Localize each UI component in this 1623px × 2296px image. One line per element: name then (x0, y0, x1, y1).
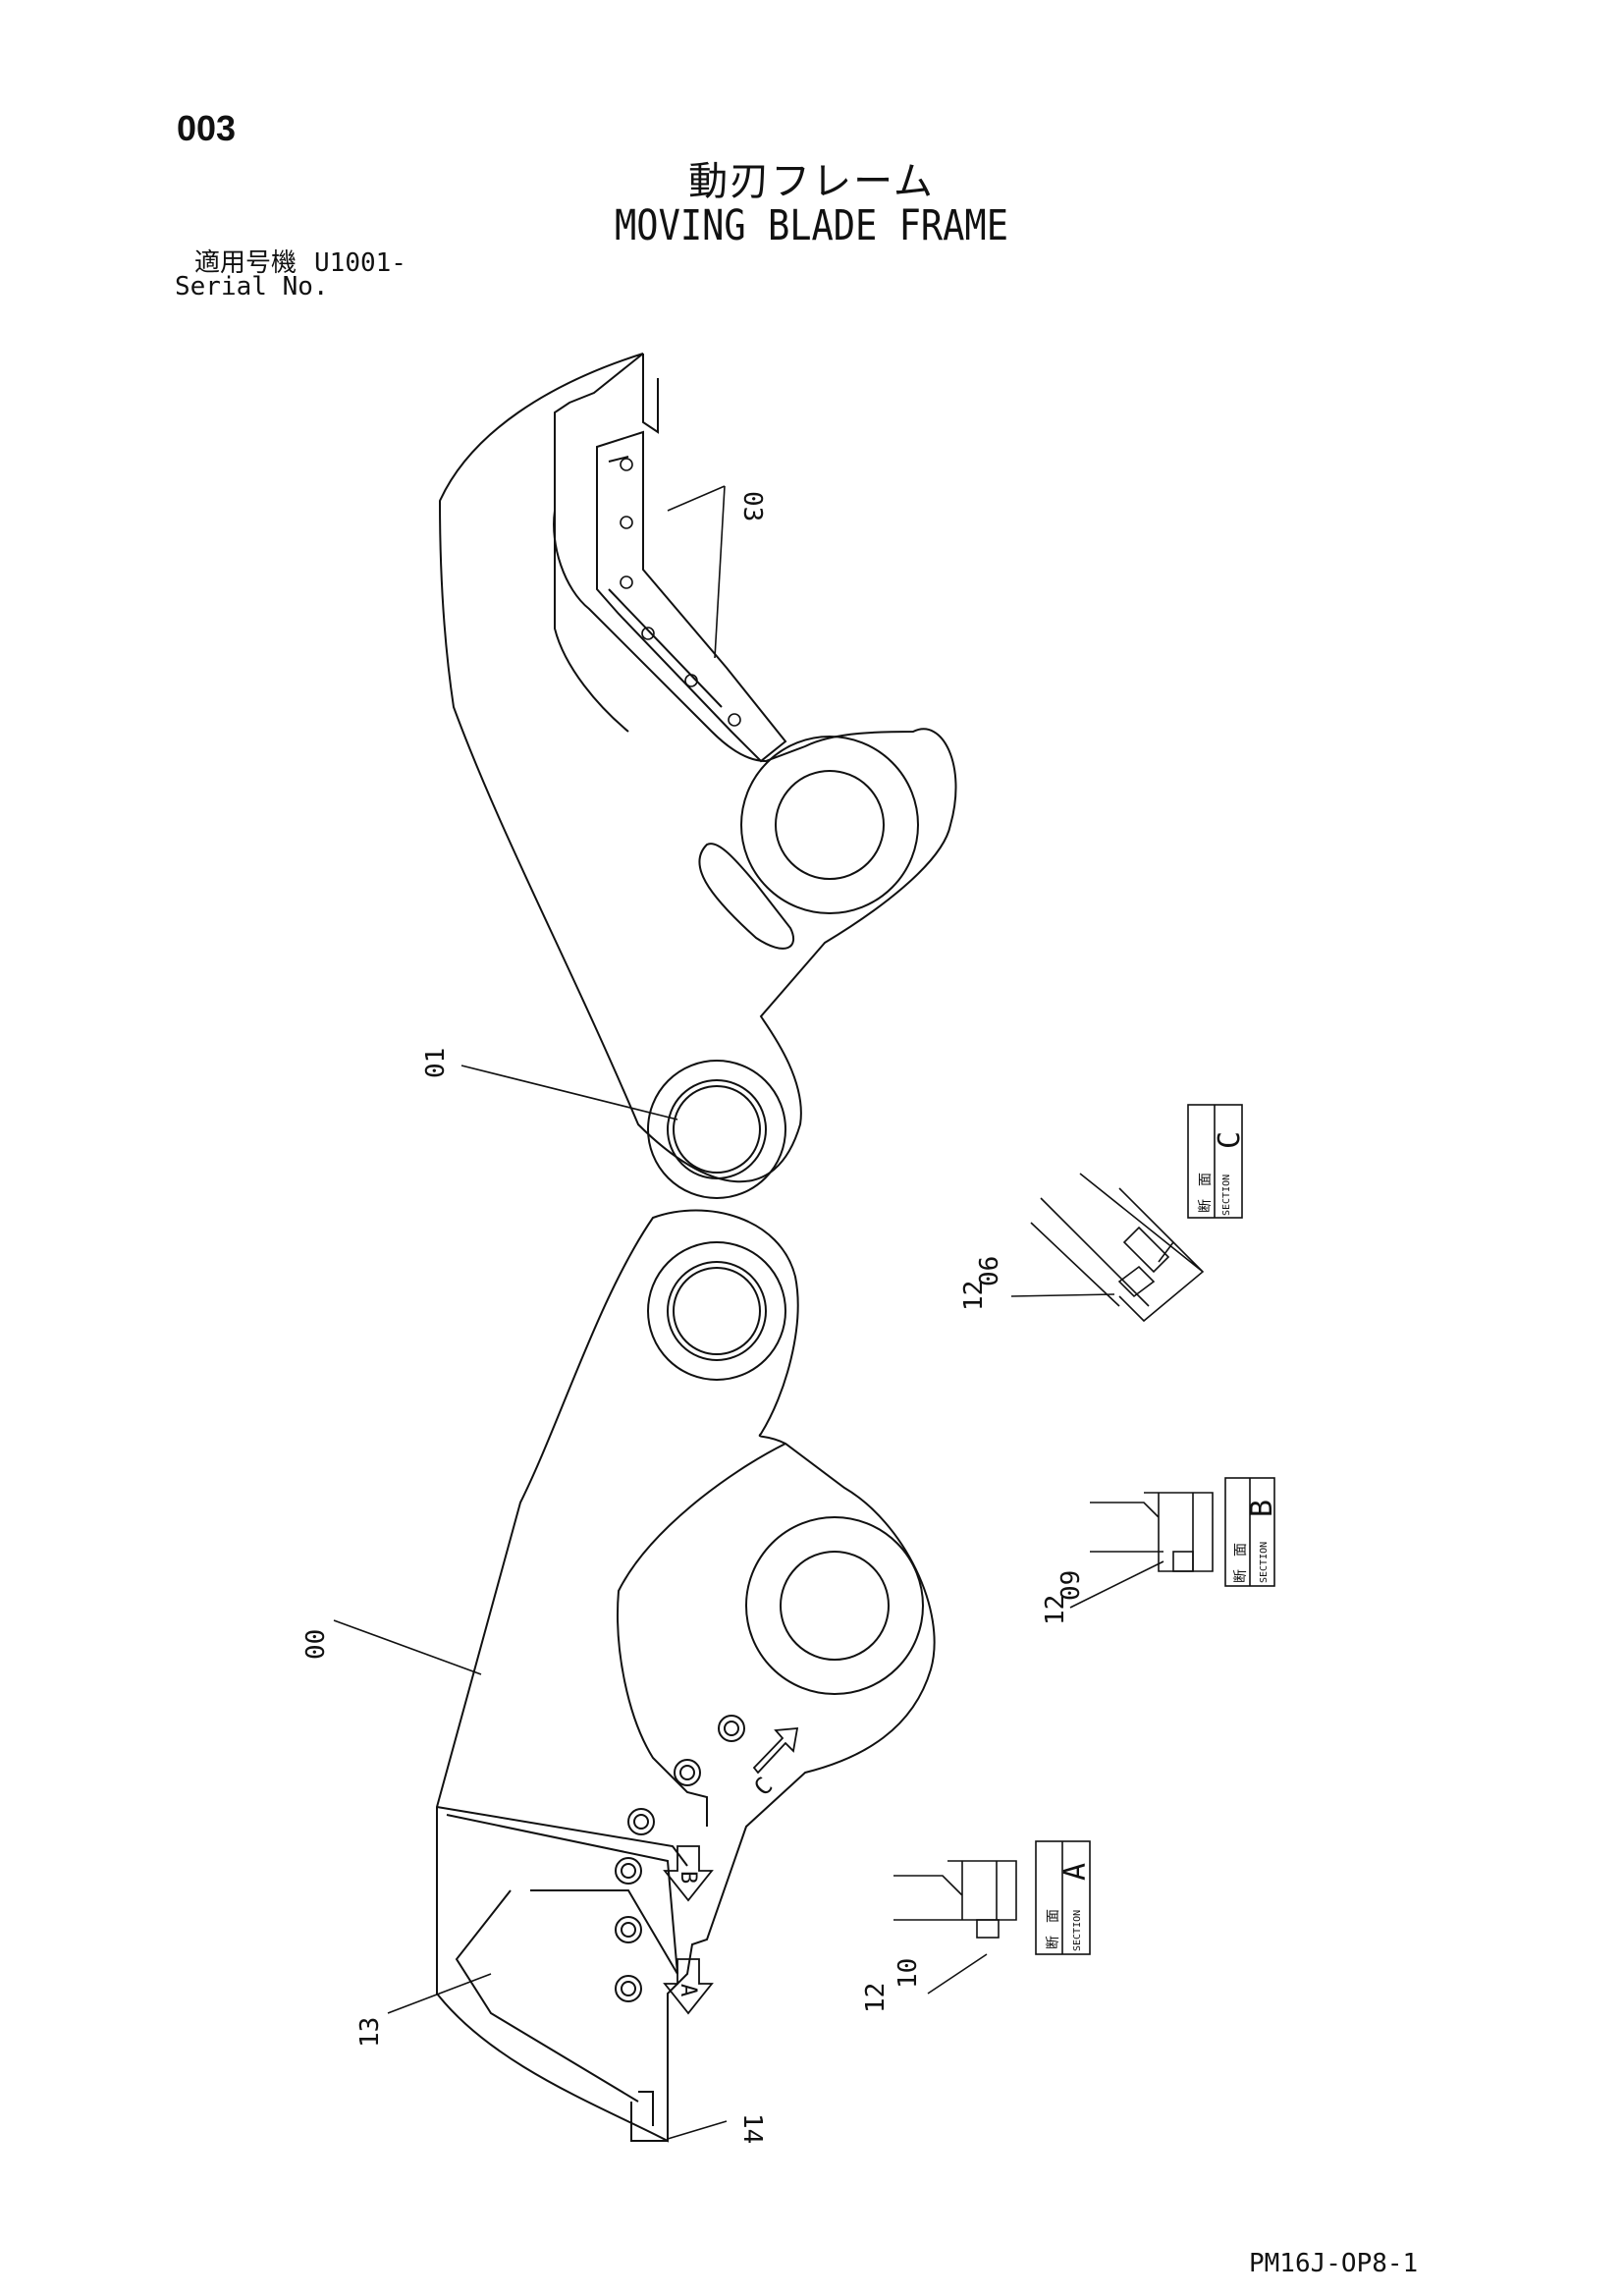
section-a-letter: A (1058, 1863, 1093, 1881)
blade-plate-lower-top (436, 1806, 688, 1867)
blade-plate-line (608, 456, 723, 708)
callout-13: 13 (355, 2017, 385, 2048)
serial-block: 適用号機 U1001- Serial No. (175, 248, 406, 301)
callout-06: 06 (975, 1256, 1004, 1286)
upper-frame-tip (642, 354, 659, 434)
leader-09 (1069, 1560, 1164, 1609)
callout-01: 01 (421, 1048, 451, 1078)
section-b-label: B 断 面 SECTION (1233, 1500, 1279, 1583)
section-b-detail (1090, 1477, 1275, 1587)
callout-10: 10 (893, 1958, 923, 1989)
blade-plate-upper (596, 430, 787, 763)
section-b-letter: B (1245, 1500, 1279, 1517)
section-a-kanji-2: 面 (1046, 1909, 1061, 1923)
section-a-kanji-1: 断 (1046, 1936, 1061, 1949)
leader-06 (1010, 1293, 1115, 1297)
section-b-word: SECTION (1259, 1542, 1270, 1583)
serial-label-jp: 適用号機 (194, 248, 298, 278)
serial-label-en: Serial No. (175, 272, 329, 301)
callout-09: 09 (1056, 1570, 1086, 1601)
lower-pin-boss (745, 1516, 924, 1695)
section-b-kanji-1: 断 (1233, 1569, 1249, 1583)
upper-frame (438, 353, 957, 1199)
blade-plate-lower-bottom (455, 1889, 639, 2103)
section-b-kanji-2: 面 (1233, 1543, 1249, 1557)
callouts: 03 01 00 13 14 12 06 12 09 12 10 (301, 491, 1086, 2144)
pivot-bore-upper-outer (667, 1079, 767, 1179)
blade-plate-lower-edge (446, 1814, 678, 1975)
title-english: MOVING BLADE FRAME (615, 200, 1008, 250)
pivot-boss-lower (647, 1241, 786, 1381)
callout-14: 14 (737, 2113, 767, 2144)
bolts-lower (615, 1715, 745, 2002)
leader-03-b (714, 485, 726, 659)
view-arrow-a-label: A (676, 1984, 700, 1996)
section-c-word: SECTION (1221, 1175, 1232, 1216)
pivot-bore-lower-inner (673, 1267, 761, 1355)
leader-14 (667, 2120, 728, 2140)
upper-frame-inner-edge (554, 422, 629, 733)
title-japanese: 動刃フレーム (688, 159, 935, 204)
bolt-holes-upper (620, 458, 741, 727)
upper-frame-outline (438, 353, 957, 1183)
view-arrow-a: A (663, 1958, 714, 2015)
leader-13 (387, 1973, 492, 2014)
callout-03: 03 (737, 491, 767, 521)
leader-10 (927, 1953, 988, 1995)
leader-lines (333, 485, 1164, 2140)
upper-pin-bore (775, 770, 885, 880)
pivot-bore-upper-inner (673, 1085, 761, 1174)
upper-slot (698, 843, 795, 950)
section-c-detail (1030, 1104, 1243, 1323)
leader-01 (460, 1065, 678, 1121)
section-c-kanji-1: 断 (1198, 1199, 1214, 1213)
lower-frame (436, 1209, 936, 2143)
footer-code: PM16J-OP8-1 (1249, 2249, 1419, 2278)
pivot-boss-upper (647, 1060, 786, 1199)
view-arrow-c-label: C (748, 1772, 778, 1801)
view-arrow-c: C (748, 1726, 799, 1801)
section-a-word: SECTION (1072, 1910, 1083, 1951)
pivot-bore-lower-outer (667, 1261, 767, 1361)
callout-12-c: 12 (959, 1281, 989, 1311)
section-a-label: A 断 面 SECTION (1046, 1863, 1093, 1951)
section-c-label: C 断 面 SECTION (1198, 1131, 1247, 1216)
lower-pin-bore (780, 1551, 890, 1661)
callout-12-a: 12 (861, 1983, 891, 2013)
section-c-letter: C (1213, 1131, 1247, 1149)
leader-00 (333, 1619, 482, 1675)
section-c-kanji-2: 面 (1198, 1173, 1214, 1186)
upper-pin-boss (740, 736, 919, 914)
view-arrow-b: B (663, 1845, 714, 1902)
lower-frame-inner-edge (617, 1443, 786, 1827)
blade-tip-lower (630, 2091, 668, 2142)
leader-03-a (667, 485, 726, 512)
view-arrow-b-label: B (676, 1871, 700, 1884)
page-number: 003 (177, 108, 237, 148)
callout-00: 00 (301, 1629, 331, 1660)
section-a-detail (893, 1840, 1091, 1955)
callout-12-b: 12 (1041, 1595, 1070, 1625)
serial-number: U1001- (314, 248, 406, 278)
blade-plate-lower-mid (530, 1889, 678, 1975)
